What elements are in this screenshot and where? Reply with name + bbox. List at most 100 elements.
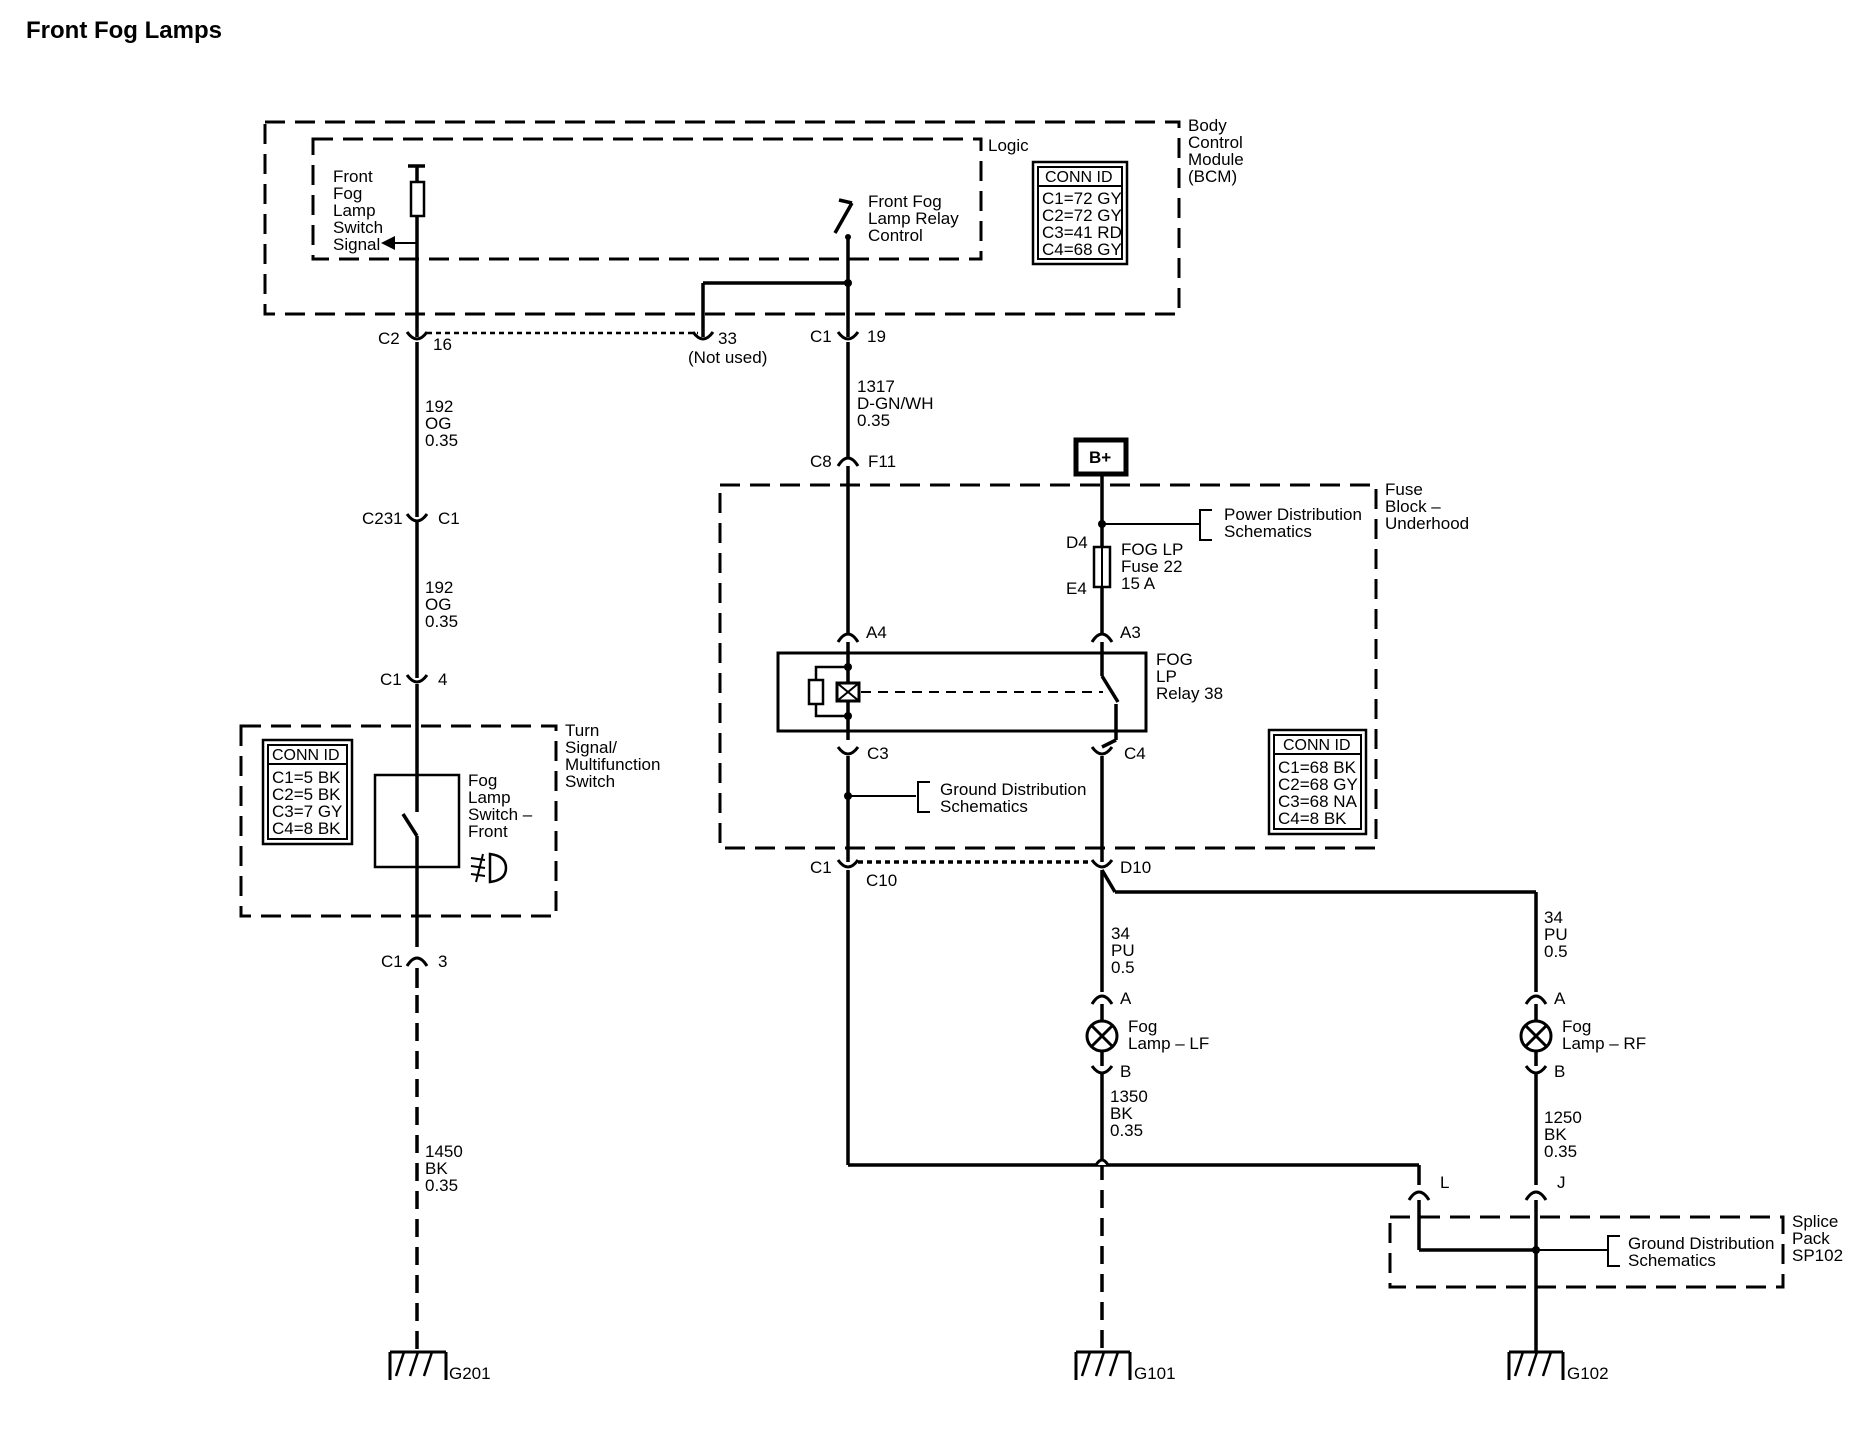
fuse-conn-c2: C2=68 GY xyxy=(1278,775,1358,794)
switch-ground-circuit: C1 3 1450 BK 0.35 G201 xyxy=(381,867,491,1383)
w1350-line1: 1350 xyxy=(1110,1087,1148,1106)
fuse-e4-label: E4 xyxy=(1066,579,1087,598)
fog-switch-label1: Fog xyxy=(468,771,497,790)
fuse-block-label1: Fuse xyxy=(1385,480,1423,499)
w1450-line3: 0.35 xyxy=(425,1176,458,1195)
mf-label-line3: Multifunction xyxy=(565,755,660,774)
lamp-lf-label1: Fog xyxy=(1128,1017,1157,1036)
fog-lp-relay-body xyxy=(776,651,1148,733)
bcm-boundary xyxy=(263,120,1181,316)
w34-lf-line3: 0.5 xyxy=(1111,958,1135,977)
switch-signal-line3: Lamp xyxy=(333,201,376,220)
c231-label: C231 xyxy=(362,509,403,528)
w192-top-line2: OG xyxy=(425,414,451,433)
relay-label2: LP xyxy=(1156,667,1177,686)
w192-mid-line1: 192 xyxy=(425,578,453,597)
connector-c1-3 xyxy=(405,956,429,967)
fog-lamp-indicator-icon xyxy=(470,852,508,884)
relay-suppression-resistor xyxy=(807,678,825,706)
bcm-conn-c2: C2=72 GY xyxy=(1042,206,1122,225)
power-dist-line1: Power Distribution xyxy=(1224,505,1362,524)
w34-rf-line3: 0.5 xyxy=(1544,942,1568,961)
connector-c2-16 xyxy=(405,331,429,341)
relay-control-circuit: 33 (Not used) C1 19 1317 D-GN/WH 0.35 C8… xyxy=(688,237,933,471)
ground-dist-bracket xyxy=(917,781,930,813)
j-label: J xyxy=(1557,1173,1566,1192)
w1317-line1: 1317 xyxy=(857,377,895,396)
mf-label-line1: Turn xyxy=(565,721,599,740)
splice-ground-line2: Schematics xyxy=(1628,1251,1716,1270)
relay-switch-blade xyxy=(1100,675,1120,703)
relay-control-switch-top xyxy=(838,198,853,205)
mf-conn-id-table: CONN ID C1=5 BK C2=5 BK C3=7 GY C4=8 BK xyxy=(261,738,354,846)
connector-16-label: 16 xyxy=(433,335,452,354)
relay-control-switch-blade xyxy=(833,202,854,234)
w1350-line3: 0.35 xyxy=(1110,1121,1143,1140)
fuse-d4-label: D4 xyxy=(1066,533,1088,552)
connector-c2-label: C2 xyxy=(378,329,400,348)
wire-crossover-hop xyxy=(1094,1158,1110,1166)
ground-dist-line2: Schematics xyxy=(940,797,1028,816)
mf-label-line2: Signal/ xyxy=(565,738,617,757)
connector-c1-4 xyxy=(405,674,429,684)
connector-c3 xyxy=(836,746,860,756)
bcm-label-line4: (BCM) xyxy=(1188,167,1237,186)
l-label: L xyxy=(1440,1173,1449,1192)
relay-control-line2: Lamp Relay xyxy=(868,209,959,228)
fuse-conn-id-title: CONN ID xyxy=(1283,737,1351,754)
rf-a-label: A xyxy=(1554,989,1566,1008)
w1317-line2: D-GN/WH xyxy=(857,394,933,413)
c231-c1-label: C1 xyxy=(438,509,460,528)
c1-c10-label-b: C10 xyxy=(866,871,897,890)
connector-c8-f11 xyxy=(836,456,860,467)
connector-rf-b xyxy=(1524,1065,1548,1075)
connector-d10 xyxy=(1090,859,1114,869)
w192-top-line3: 0.35 xyxy=(425,431,458,450)
bcm-logic-label: Logic xyxy=(988,136,1029,155)
c1-4-label-a: C1 xyxy=(380,670,402,689)
pin33-label: 33 xyxy=(718,329,737,348)
splice-ground-bracket xyxy=(1607,1235,1620,1267)
splice-dot-bcm xyxy=(844,279,852,287)
a4-label: A4 xyxy=(866,623,887,642)
c4-label: C4 xyxy=(1124,744,1146,763)
g201-label: G201 xyxy=(449,1364,491,1383)
w34-rf-line2: PU xyxy=(1544,925,1568,944)
switch-signal-circuit: C2 16 192 OG 0.35 C231 C1 192 OG 0.35 C1… xyxy=(362,216,698,775)
w1317-line3: 0.35 xyxy=(857,411,890,430)
mf-conn-c4: C4=8 BK xyxy=(272,819,341,838)
lamp-rf-icon xyxy=(1519,1019,1553,1053)
mf-label-line4: Switch xyxy=(565,772,615,791)
f11-label: F11 xyxy=(868,452,896,471)
power-dist-bracket xyxy=(1199,509,1212,541)
mf-conn-c3: C3=7 GY xyxy=(272,802,342,821)
c1-19-label-a: C1 xyxy=(810,327,832,346)
lf-b-label: B xyxy=(1120,1062,1131,1081)
splice-label2: Pack xyxy=(1792,1229,1830,1248)
bcm-label-line1: Body xyxy=(1188,116,1227,135)
connector-c231 xyxy=(405,513,429,523)
fuse-label1: FOG LP xyxy=(1121,540,1183,559)
lamp-rf-label2: Lamp – RF xyxy=(1562,1034,1646,1053)
splice-label3: SP102 xyxy=(1792,1246,1843,1265)
w192-mid-line2: OG xyxy=(425,595,451,614)
relay-label1: FOG xyxy=(1156,650,1193,669)
bcm-label-line3: Module xyxy=(1188,150,1244,169)
ground-g201-icon xyxy=(388,1350,448,1380)
relay-control-line3: Control xyxy=(868,226,923,245)
splice-pack-boundary xyxy=(1388,1215,1785,1289)
wire-d10-branch xyxy=(1100,869,1117,893)
turn-signal-multifunction-switch: Turn Signal/ Multifunction Switch CONN I… xyxy=(239,721,660,918)
pin33-not-used: (Not used) xyxy=(688,348,767,367)
fog-switch-label3: Switch – xyxy=(468,805,533,824)
battery-label: B+ xyxy=(1089,448,1111,467)
switch-signal-line5: Signal xyxy=(333,235,380,254)
c1-19-label-b: 19 xyxy=(867,327,886,346)
w192-mid-line3: 0.35 xyxy=(425,612,458,631)
w1250-line3: 0.35 xyxy=(1544,1142,1577,1161)
relay-label3: Relay 38 xyxy=(1156,684,1223,703)
fuse-conn-c3: C3=68 NA xyxy=(1278,792,1358,811)
connector-lf-a xyxy=(1090,994,1114,1005)
fuse-label2: Fuse 22 xyxy=(1121,557,1182,576)
